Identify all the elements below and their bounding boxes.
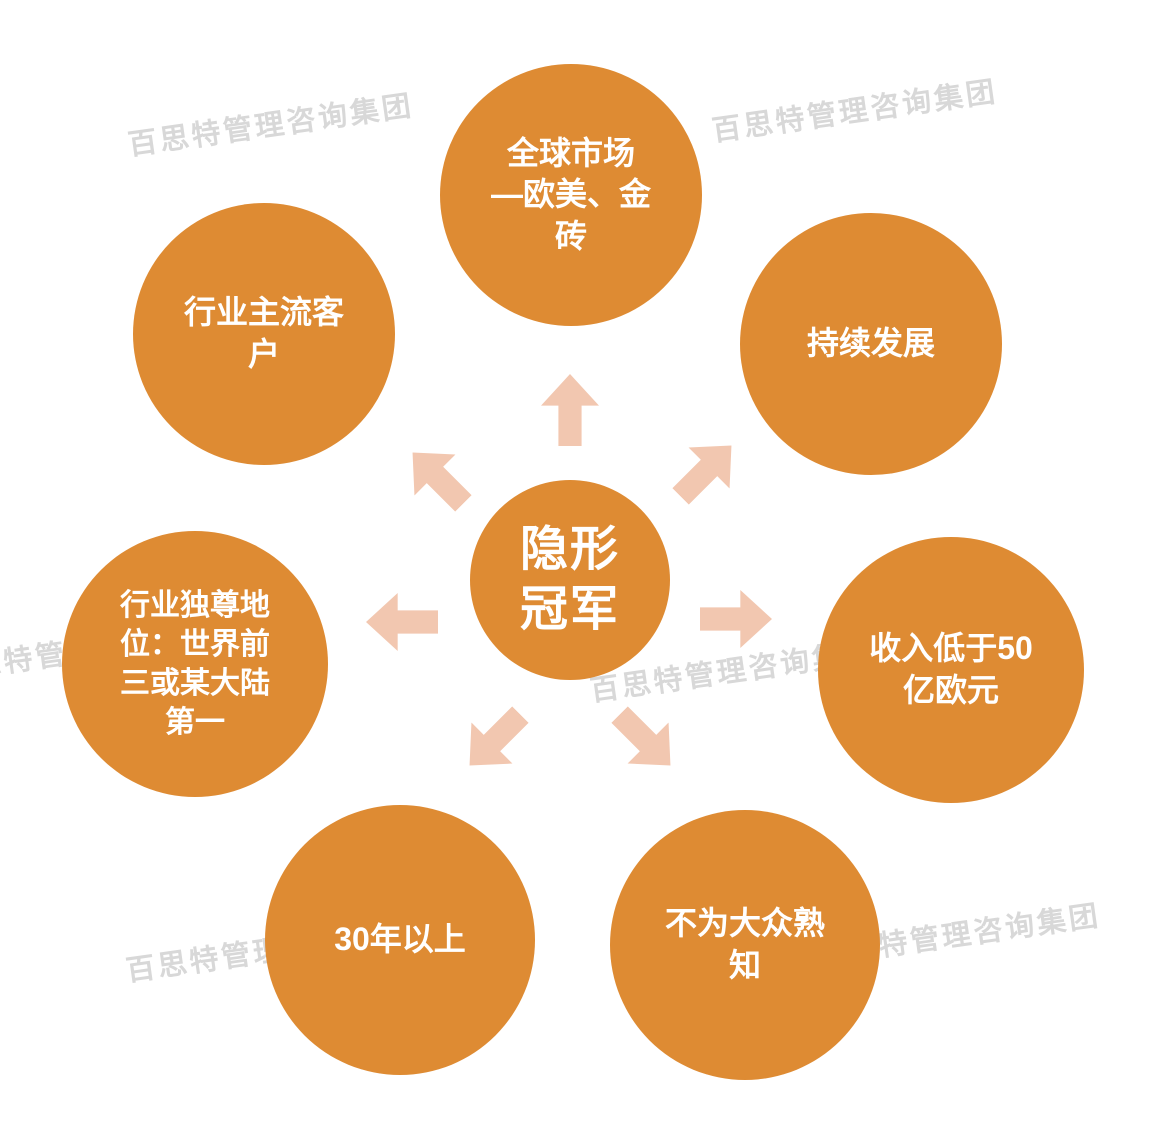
- node-global-market: 全球市场 —欧美、金 砖: [440, 64, 702, 326]
- center-node-hidden-champion: 隐形 冠军: [470, 480, 670, 680]
- watermark-text: 百思特管理咨询集团: [126, 90, 416, 162]
- node-label-industry-dominance: 行业独尊地 位：世界前 三或某大陆 第一: [120, 589, 270, 739]
- node-label-not-well-known: 不为大众熟 知: [664, 905, 825, 983]
- arrow-down-left-icon: [449, 694, 541, 786]
- node-label-over-30-years: 30年以上: [334, 921, 466, 958]
- node-not-well-known: 不为大众熟 知: [610, 810, 880, 1080]
- node-over-30-years: 30年以上: [265, 805, 535, 1075]
- arrow-up-right-icon: [660, 425, 752, 517]
- node-sustained-development: 持续发展: [740, 213, 1002, 475]
- node-mainstream-customers: 行业主流客 户: [133, 203, 395, 465]
- arrow-right-icon: [700, 590, 772, 648]
- node-industry-dominance: 行业独尊地 位：世界前 三或某大陆 第一: [62, 531, 328, 797]
- center-node-label: 隐形 冠军: [519, 523, 620, 636]
- node-label-mainstream-customers: 行业主流客 户: [183, 294, 344, 372]
- arrow-up-left-icon: [392, 432, 484, 524]
- arrow-down-right-icon: [599, 694, 691, 786]
- node-revenue-under-5b: 收入低于50 亿欧元: [818, 537, 1084, 803]
- node-label-revenue-under-5b: 收入低于50 亿欧元: [869, 630, 1033, 708]
- arrow-left-icon: [366, 593, 438, 651]
- node-label-sustained-development: 持续发展: [806, 325, 935, 362]
- watermark-text: 百思特管理咨询集团: [710, 76, 1000, 148]
- arrow-up-icon: [541, 374, 599, 446]
- node-label-global-market: 全球市场 —欧美、金 砖: [490, 134, 651, 254]
